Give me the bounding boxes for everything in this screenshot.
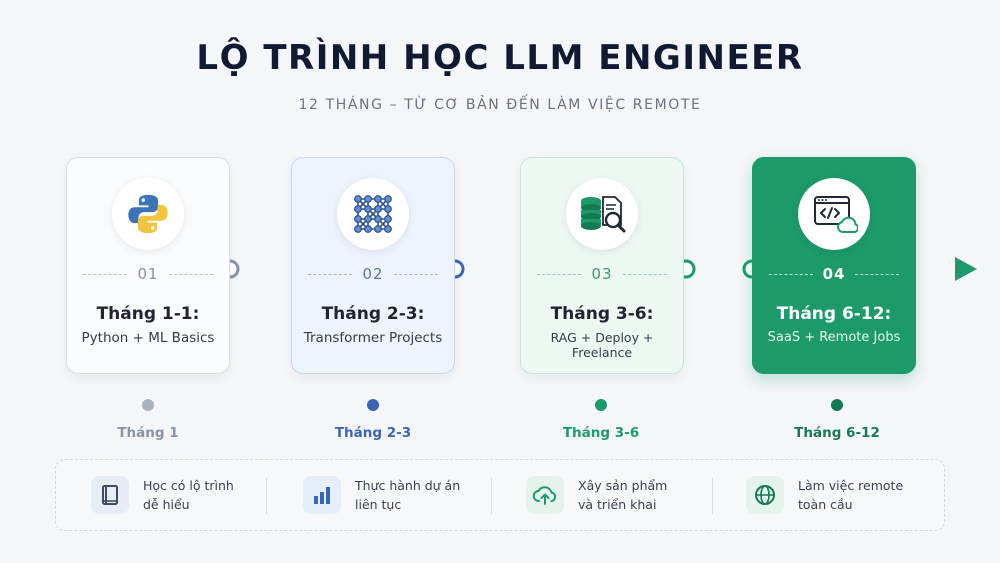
feature-item: Làm việc remote toàn cầu: [746, 476, 928, 514]
step-card-1: 01 Tháng 1-1: Python + ML Basics: [66, 157, 230, 374]
step-description: RAG + Deploy + Freelance: [550, 330, 654, 360]
step-number: 02: [362, 265, 384, 283]
timeline-label: Tháng 1: [117, 425, 179, 441]
step-title: Tháng 3-6:: [550, 304, 654, 324]
timeline-label: Tháng 2-3: [334, 425, 412, 441]
page-subtitle: 12 THÁNG – TỪ CƠ BẢN ĐẾN LÀM VIỆC REMOTE: [298, 97, 702, 113]
step-title: Tháng 6-12:: [776, 304, 892, 324]
step-badge: [798, 178, 870, 250]
feature-item: Xây sản phẩm và triển khai: [526, 476, 708, 514]
globe-icon: [755, 485, 775, 505]
feature-text: liên tục: [355, 497, 402, 512]
step-card-3: 03 Tháng 3-6: RAG + Deploy + Freelance: [520, 157, 684, 374]
bar-chart-icon: [314, 487, 330, 504]
neural-network-icon: [354, 195, 392, 233]
step-badge: [337, 178, 409, 250]
code-cloud-icon: [814, 196, 858, 233]
feature-text: Thực hành dự án: [355, 478, 461, 493]
feature-text: dễ hiểu: [143, 497, 190, 512]
step-description: SaaS + Remote Jobs: [767, 330, 901, 345]
feature-text: Học có lộ trình: [143, 478, 234, 493]
step-badge: [112, 178, 184, 250]
step-card-4: 04 Tháng 6-12: SaaS + Remote Jobs: [752, 157, 916, 374]
step-card-2: 02 Tháng 2-3: Transformer Projects: [291, 157, 455, 374]
database-search-icon: [581, 196, 626, 233]
feature-item: Học có lộ trình dễ hiểu: [91, 476, 273, 514]
connector-arrow-head: [955, 257, 977, 281]
timeline-label: Tháng 6-12: [794, 425, 880, 441]
divider: [491, 478, 492, 514]
step-badge: [566, 178, 638, 250]
feature-strip: Học có lộ trình dễ hiểu Thực hành dự án …: [55, 459, 945, 531]
book-icon: [102, 485, 118, 505]
step-number: 01: [137, 265, 159, 283]
feature-text: Làm việc remote: [798, 478, 904, 493]
python-logo-icon: [128, 194, 168, 234]
divider: [266, 478, 267, 514]
step-description: Python + ML Basics: [81, 330, 215, 346]
feature-text: toàn cầu: [798, 497, 853, 512]
timeline-dot-1: [142, 399, 154, 411]
timeline-dot-3: [595, 399, 607, 411]
step-title: Tháng 1-1:: [96, 304, 200, 324]
feature-text: và triển khai: [578, 497, 657, 512]
step-number: 03: [591, 265, 613, 283]
page-title: LỘ TRÌNH HỌC LLM ENGINEER: [196, 38, 804, 78]
timeline-label: Tháng 3-6: [562, 425, 640, 441]
cloud-upload-icon: [532, 486, 557, 505]
step-title: Tháng 2-3:: [321, 304, 425, 324]
step-description: Transformer Projects: [303, 330, 443, 346]
feature-text: Xây sản phẩm: [578, 478, 668, 493]
timeline-dot-2: [367, 399, 379, 411]
divider: [712, 478, 713, 514]
feature-item: Thực hành dự án liên tục: [303, 476, 485, 514]
timeline-dot-4: [831, 399, 843, 411]
step-number: 04: [822, 265, 846, 283]
